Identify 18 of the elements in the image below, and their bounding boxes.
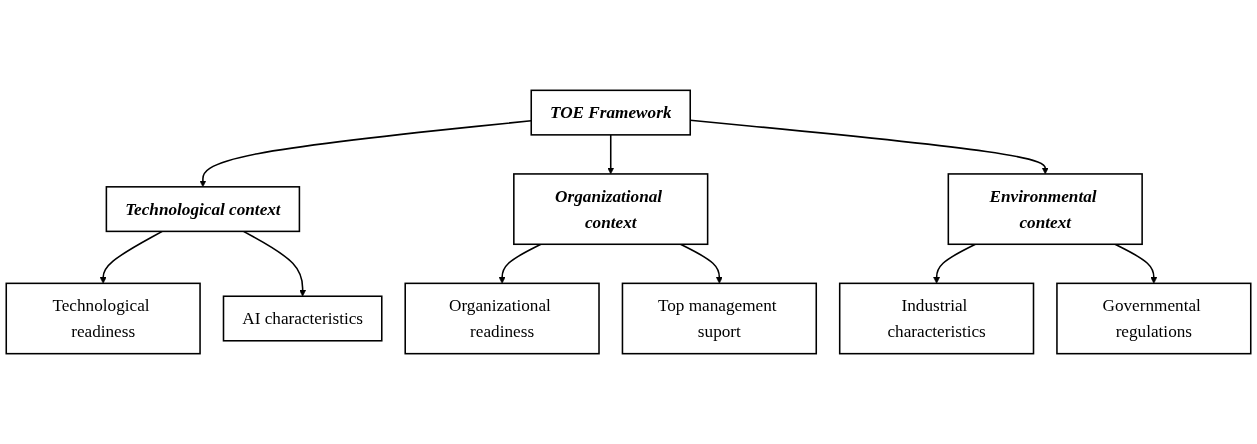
node-box: Technological readiness bbox=[5, 282, 201, 355]
node-box: Governmental regulations bbox=[1056, 282, 1252, 355]
arrow bbox=[242, 230, 307, 297]
node-box: Organizational readiness bbox=[404, 282, 600, 355]
arrow bbox=[679, 243, 723, 284]
node-box: Environmental context bbox=[947, 173, 1143, 246]
arrow bbox=[933, 243, 977, 284]
arrow bbox=[1114, 243, 1158, 284]
arrow bbox=[498, 243, 542, 284]
node-box: Top management suport bbox=[621, 282, 818, 355]
arrow bbox=[199, 119, 532, 188]
arrow bbox=[607, 134, 615, 175]
node-box: AI characteristics bbox=[222, 295, 383, 342]
node-box: Technological context bbox=[105, 186, 301, 233]
node-box: Organizational context bbox=[513, 173, 709, 246]
node-box: Industrial characteristics bbox=[838, 282, 1035, 355]
arrow bbox=[99, 230, 164, 284]
node-box: TOE Framework bbox=[530, 89, 691, 136]
